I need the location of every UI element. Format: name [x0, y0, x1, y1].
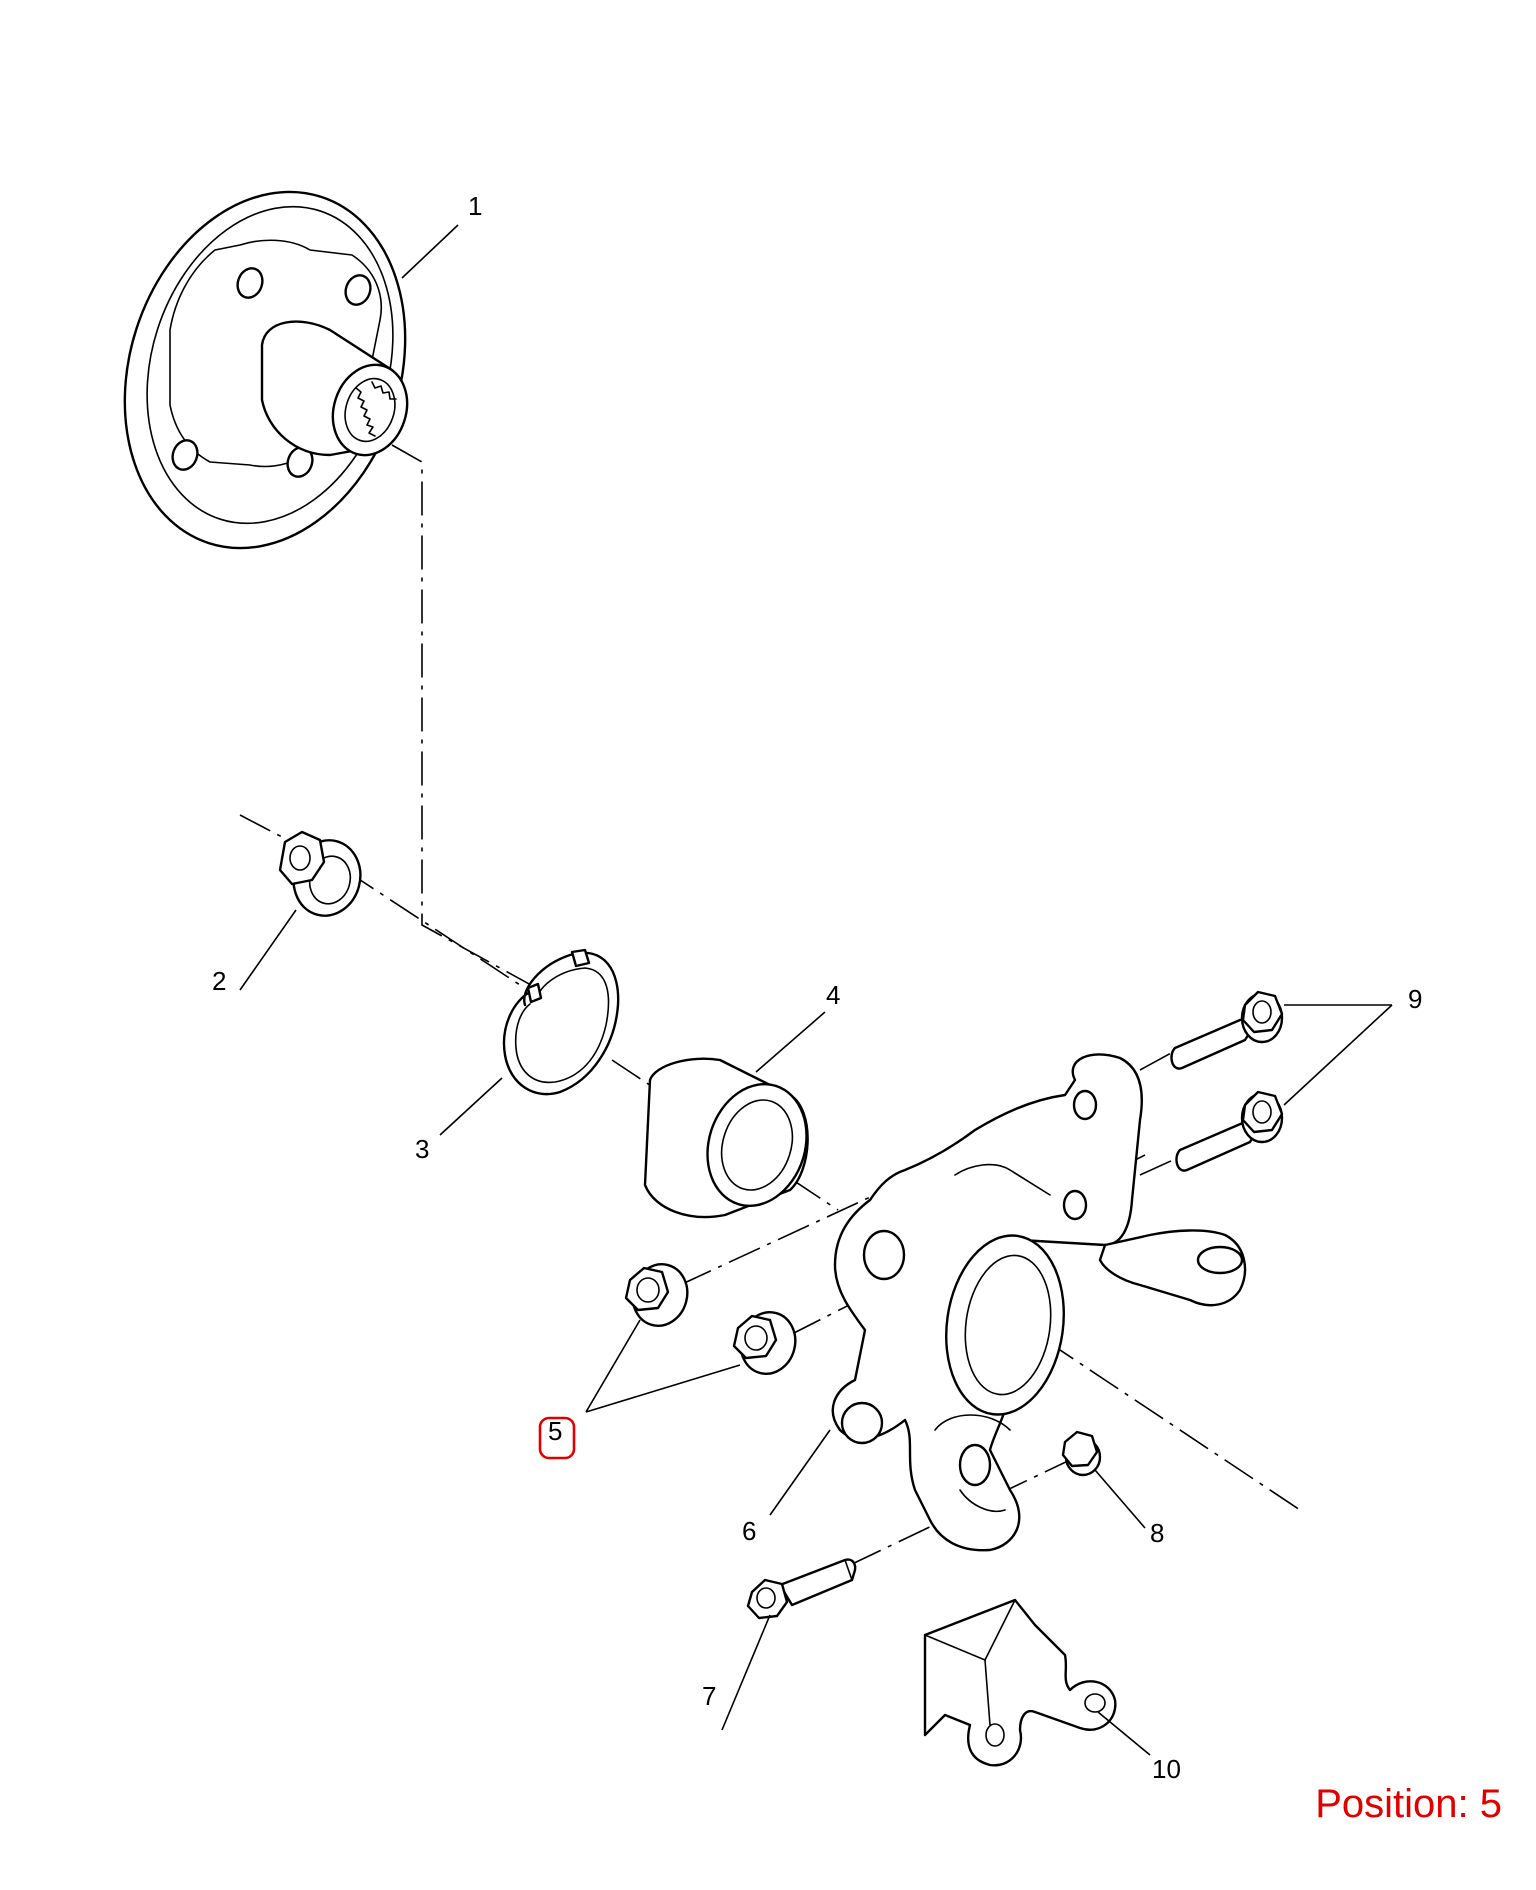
bracket-part — [923, 1598, 1117, 1767]
callout-2[interactable]: 2 — [212, 966, 226, 996]
snap-ring-part — [502, 948, 620, 1096]
leader-lines — [239, 224, 1393, 1756]
callout-5[interactable]: 5 — [548, 1416, 562, 1446]
callout-7[interactable]: 7 — [702, 1681, 716, 1711]
flange-nut-upper-part — [624, 1263, 689, 1327]
steering-knuckle-part — [831, 1053, 1247, 1552]
knuckle-bolt-part — [746, 1558, 857, 1620]
hub-nut-part — [278, 830, 362, 917]
callout-1[interactable]: 1 — [468, 191, 482, 221]
mounting-bolt-upper-part — [1170, 990, 1284, 1070]
mounting-bolt-lower-part — [1175, 1090, 1284, 1172]
position-label: Position: 5 — [1315, 1782, 1502, 1826]
small-nut-part — [1061, 1430, 1102, 1477]
wheel-hub-part — [123, 190, 409, 550]
callout-3[interactable]: 3 — [415, 1134, 429, 1164]
callout-6[interactable]: 6 — [742, 1516, 756, 1546]
assembly-center-lines — [239, 444, 1301, 1566]
flange-nut-lower-part — [732, 1311, 797, 1375]
callout-9[interactable]: 9 — [1408, 984, 1422, 1014]
callout-10[interactable]: 10 — [1152, 1754, 1181, 1784]
callout-labels: 1 2 3 4 5 6 7 8 9 10 — [212, 191, 1422, 1784]
wheel-bearing-part — [643, 1057, 809, 1219]
callout-4[interactable]: 4 — [826, 980, 840, 1010]
callout-5-highlight — [538, 1416, 576, 1460]
callout-8[interactable]: 8 — [1150, 1518, 1164, 1548]
